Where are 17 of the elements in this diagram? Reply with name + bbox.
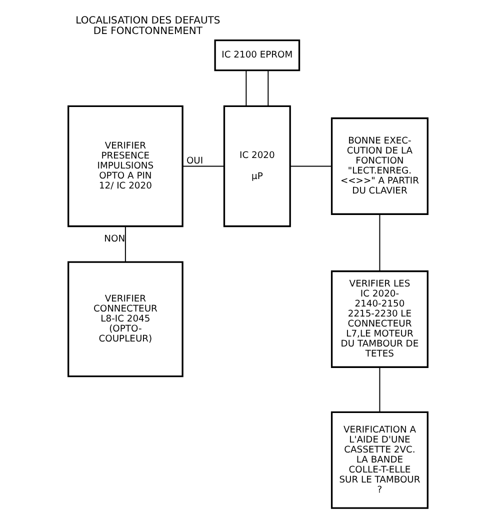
connector	[379, 366, 380, 412]
edge-label: OUI	[186, 156, 204, 167]
node-box: VERIFIER PRESENCE IMPULSIONS OPTO A PIN 12/ IC 2020	[68, 105, 184, 228]
connector	[182, 166, 225, 167]
connector	[124, 226, 126, 262]
node-box: IC 2100 EPROM	[214, 39, 300, 72]
node-box: VERIFIER LES IC 2020- 2140-2150 2215-2230 LE CONNECTEUR L7,LE MOTEUR DU TAMBOUR DE TETES	[330, 270, 428, 368]
edge-label: NON	[104, 234, 126, 245]
node-box: VERIFICATION A L'AIDE D'UNE CASSETTE 2VC. LA BANDE COLLE-T-ELLE SUR LE TAMBOUR ?	[330, 411, 428, 509]
node-box: VERIFIER CONNECTEUR L8-IC 2045 (OPTO- COUPLEUR)	[68, 261, 184, 378]
diagram-title: LOCALISATION DES DEFAUTS DE FONCTONNEMENT	[76, 15, 220, 38]
connector	[379, 214, 380, 272]
connector	[246, 70, 247, 107]
connector	[290, 166, 332, 167]
connector	[268, 70, 269, 107]
node-box: BONNE EXEC- CUTION DE LA FONCTION "LECT.ENREG. <<>>" A PARTIR DU CLAVIER	[330, 117, 428, 215]
node-box: IC 2020 µP	[223, 105, 291, 228]
